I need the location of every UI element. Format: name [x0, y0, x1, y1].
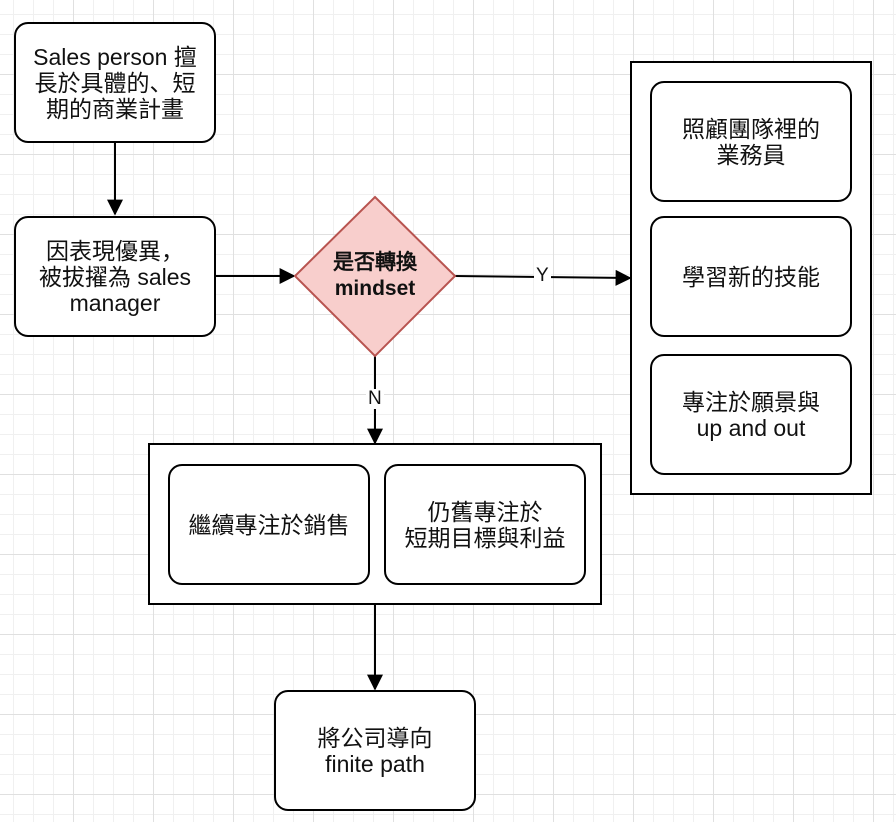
node-finite-path[interactable]: 將公司導向 finite path — [274, 690, 476, 811]
node-short-term[interactable]: 仍舊專注於 短期目標與利益 — [384, 464, 586, 585]
edge-label-no: N — [366, 388, 384, 409]
node-care-team[interactable]: 照顧團隊裡的 業務員 — [650, 81, 852, 202]
node-learn-skills[interactable]: 學習新的技能 — [650, 216, 852, 337]
decision-label: 是否轉換 mindset — [333, 251, 417, 300]
node-vision[interactable]: 專注於願景與 up and out — [650, 354, 852, 475]
node-keep-selling[interactable]: 繼續專注於銷售 — [168, 464, 370, 585]
node-sales-person[interactable]: Sales person 擅 長於具體的、短 期的商業計畫 — [14, 22, 216, 143]
node-promoted[interactable]: 因表現優異， 被拔擢為 sales manager — [14, 216, 216, 337]
edge-label-yes: Y — [534, 265, 551, 286]
decision-diamond[interactable] — [293, 195, 457, 358]
